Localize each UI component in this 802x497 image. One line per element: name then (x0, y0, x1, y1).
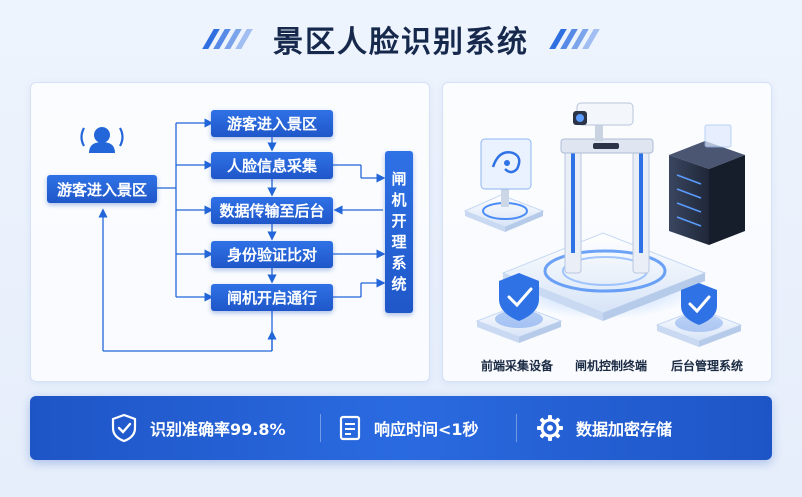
step-1[interactable]: 游客进入景区 (211, 110, 333, 137)
shield-left-icon (475, 273, 563, 343)
server-icon (669, 124, 745, 245)
gate-system-button[interactable]: 闸 机 开 理 系 统 (385, 151, 413, 313)
flow-connectors (80, 118, 386, 352)
feature-response: 响应时间<1秒 (338, 396, 479, 460)
feature-label: 响应时间<1秒 (374, 420, 479, 439)
flow-panel: 游客进入景区 游客进入景区 人脸信息采集 数据传输至后台 身份验证比对 闸机开启… (30, 82, 430, 382)
monitor-icon (463, 138, 545, 232)
device-caption-backend: 后台管理系统 (671, 359, 744, 373)
gate-char: 系 (391, 254, 407, 272)
feature-label: 数据加密存储 (576, 420, 673, 439)
document-icon (339, 415, 361, 441)
shield-right-icon (655, 283, 743, 347)
gate-char: 理 (391, 233, 407, 251)
device-caption-gate: 闸机控制终端 (575, 359, 648, 373)
gate-terminal (560, 138, 654, 274)
decor-slashes-left (202, 29, 253, 49)
step-2[interactable]: 人脸信息采集 (211, 152, 333, 179)
feature-accuracy: 识别准确率99.8% (110, 396, 286, 460)
gate-char: 统 (391, 275, 407, 293)
device-caption-front: 前端采集设备 (481, 359, 554, 373)
divider (516, 414, 517, 442)
page-title: 景区人脸识别系统 (273, 25, 529, 60)
gate-char: 机 (391, 191, 407, 209)
shield-check-icon (111, 413, 137, 443)
gate-char: 开 (391, 212, 407, 230)
step-4[interactable]: 身份验证比对 (211, 241, 333, 268)
gate-char: 闸 (391, 170, 407, 188)
user-icon (80, 127, 124, 153)
step-3[interactable]: 数据传输至后台 (211, 197, 333, 224)
device-scene (463, 102, 745, 347)
gear-icon (537, 415, 563, 441)
title-bar: 景区人脸识别系统 (0, 14, 802, 64)
feature-encryption: 数据加密存储 (536, 396, 672, 460)
device-illustration-panel: 前端采集设备 闸机控制终端 后台管理系统 (442, 82, 772, 382)
entry-button[interactable]: 游客进入景区 (47, 175, 157, 203)
feature-label: 识别准确率99.8% (150, 420, 286, 439)
step-5[interactable]: 闸机开启通行 (211, 284, 333, 311)
decor-slashes-right (549, 29, 600, 49)
feature-bar: 识别准确率99.8% 响应时间<1秒 数据加密存储 (30, 396, 772, 460)
camera-icon (573, 102, 634, 141)
divider (320, 414, 321, 442)
